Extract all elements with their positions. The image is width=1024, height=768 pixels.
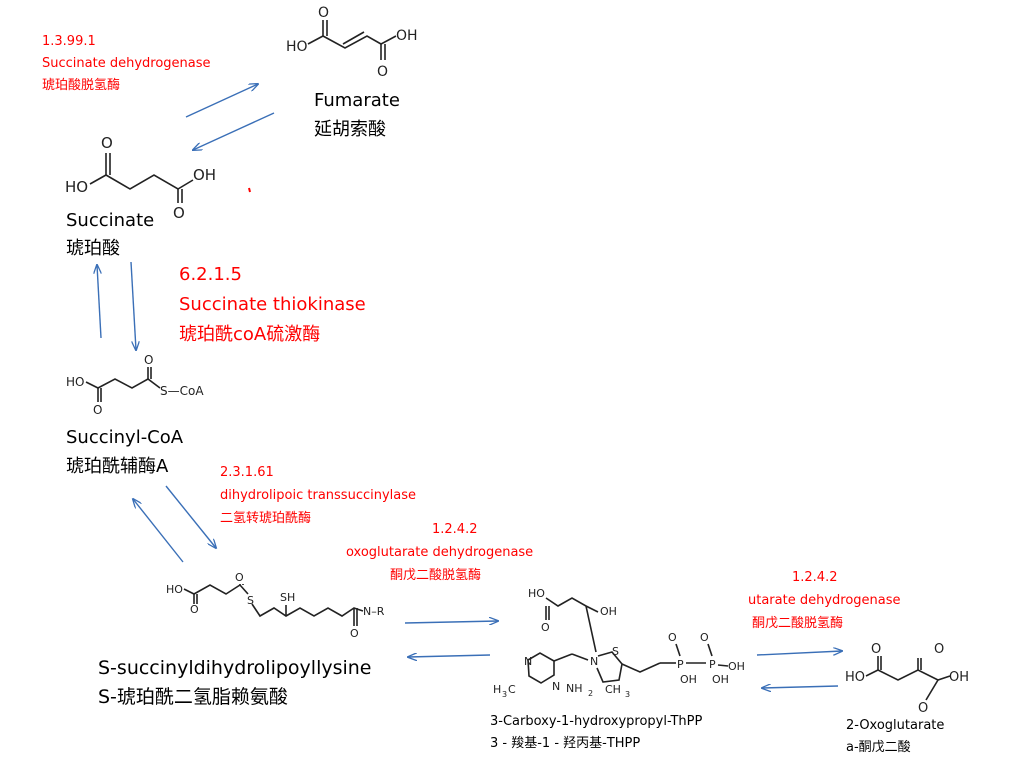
arrow-succinyl-coa-to-succinate: [97, 265, 102, 339]
enzyme-stk-name: Succinate thiokinase: [179, 294, 366, 315]
arrow-succinate-to-succinyl-coa: [130, 261, 136, 350]
svg-text:2: 2: [588, 689, 593, 698]
structure-succinyl-coa: HO O O S—CoA: [66, 353, 204, 417]
compound-fumarate-name: Fumarate: [314, 90, 400, 111]
stray-red-mark: [248, 187, 251, 193]
enzyme-ogdh2-name-zh: 酮戊二酸脱氢酶: [752, 616, 844, 631]
svg-text:N–R: N–R: [363, 605, 385, 618]
compound-carboxy-thpp-name: 3-Carboxy-1-hydroxypropyl-ThPP: [490, 714, 703, 729]
structure-carboxy-thpp: HO OH O N N N S NH 2 H 3 C CH 3 O P OH O…: [493, 587, 745, 699]
compound-carboxy-thpp-name-zh: 3 - 羧基-1 - 羟丙基-THPP: [490, 736, 641, 751]
svg-text:OH: OH: [680, 673, 697, 686]
svg-text:HO: HO: [66, 375, 84, 389]
svg-text:CH: CH: [605, 683, 621, 696]
structure-s-succinyl: HO O O S SH O N–R: [166, 571, 385, 640]
svg-text:O: O: [918, 701, 928, 716]
svg-text:P: P: [677, 658, 684, 671]
svg-text:S: S: [247, 594, 254, 607]
svg-text:N: N: [552, 680, 560, 693]
compound-s-succinyl-name-zh: S-琥珀酰二氢脂赖氨酸: [98, 686, 288, 708]
structure-oxoglutarate: HO OH O O O: [845, 642, 969, 716]
svg-text:OH: OH: [949, 670, 969, 685]
svg-text:HO: HO: [286, 39, 308, 55]
svg-text:O: O: [934, 642, 944, 657]
svg-text:O: O: [700, 631, 709, 644]
compound-succinate-name-zh: 琥珀酸: [66, 238, 120, 259]
compound-succinyl-coa-name: Succinyl-CoA: [66, 427, 184, 448]
enzyme-sdh-name-zh: 琥珀酸脱氢酶: [42, 78, 121, 93]
enzyme-stk-name-zh: 琥珀酰coA硫激酶: [179, 324, 321, 345]
compound-fumarate-name-zh: 延胡索酸: [314, 119, 386, 140]
enzyme-dlst-name-zh: 二氢转琥珀酰酶: [220, 511, 312, 526]
svg-text:OH: OH: [396, 28, 418, 44]
reaction-arrows: [97, 84, 842, 688]
compound-s-succinyl-name: S-succinyldihydrolipoyllysine: [98, 657, 372, 679]
arrow-s-succinyl-to-succinyl-coa: [133, 499, 184, 563]
compound-succinyl-coa-name-zh: 琥珀酰辅酶A: [66, 456, 169, 477]
compound-succinate-name: Succinate: [66, 210, 155, 231]
svg-text:O: O: [377, 64, 388, 80]
svg-text:O: O: [235, 571, 244, 584]
svg-text:P: P: [709, 658, 716, 671]
svg-text:N: N: [590, 655, 598, 668]
svg-text:OH: OH: [193, 166, 216, 184]
compound-oxoglutarate-name: 2-Oxoglutarate: [846, 718, 945, 733]
svg-text:O: O: [350, 627, 359, 640]
enzyme-ogdh2-ec: 1.2.4.2: [792, 570, 838, 585]
enzyme-sdh-ec: 1.3.99.1: [42, 34, 96, 49]
arrow-fumarate-to-succinate: [193, 112, 275, 150]
svg-text:HO: HO: [845, 670, 865, 685]
arrow-s-succinyl-to-thpp: [404, 621, 498, 623]
enzyme-ogdh1-name-zh: 酮戊二酸脱氢酶: [390, 568, 482, 583]
svg-text:OH: OH: [712, 673, 729, 686]
svg-text:O: O: [101, 134, 113, 152]
svg-text:O: O: [93, 403, 102, 417]
structure-succinate: HO OH O O: [65, 134, 216, 222]
arrow-succinyl-coa-to-s-succinyl: [165, 485, 216, 548]
svg-text:O: O: [173, 204, 185, 222]
enzyme-ogdh2-name: utarate dehydrogenase: [748, 593, 901, 608]
svg-text:HO: HO: [166, 583, 183, 596]
svg-text:O: O: [318, 5, 329, 21]
arrow-succinate-to-fumarate: [185, 84, 258, 118]
svg-text:HO: HO: [65, 178, 88, 196]
enzyme-stk-ec: 6.2.1.5: [179, 264, 242, 285]
enzyme-dlst-ec: 2.3.1.61: [220, 465, 274, 480]
svg-text:NH: NH: [566, 682, 583, 695]
svg-text:H: H: [493, 683, 501, 696]
svg-text:O: O: [190, 603, 199, 616]
svg-text:3: 3: [502, 690, 507, 699]
svg-text:S: S: [612, 645, 619, 658]
enzyme-ogdh1-name: oxoglutarate dehydrogenase: [346, 545, 534, 560]
svg-text:O: O: [871, 642, 881, 657]
enzyme-sdh-name: Succinate dehydrogenase: [42, 56, 211, 71]
svg-text:SH: SH: [280, 591, 295, 604]
svg-text:3: 3: [625, 690, 630, 699]
arrow-thpp-to-s-succinyl: [408, 655, 491, 657]
structure-fumarate: HO OH O O: [286, 5, 418, 80]
compound-oxoglutarate-name-zh: a-酮戊二酸: [846, 740, 911, 755]
svg-text:HO: HO: [528, 587, 545, 600]
arrow-thpp-to-oxoglutarate: [756, 651, 842, 656]
svg-text:O: O: [144, 353, 153, 367]
svg-text:C: C: [508, 683, 516, 696]
svg-text:O: O: [668, 631, 677, 644]
enzyme-dlst-name: dihydrolipoic transsuccinylase: [220, 488, 417, 503]
arrow-oxoglutarate-to-thpp: [762, 686, 839, 688]
svg-text:OH: OH: [728, 660, 745, 673]
svg-text:O: O: [541, 621, 550, 634]
svg-text:S—CoA: S—CoA: [160, 384, 204, 398]
svg-text:OH: OH: [600, 605, 617, 618]
enzyme-ogdh1-ec: 1.2.4.2: [432, 522, 478, 537]
